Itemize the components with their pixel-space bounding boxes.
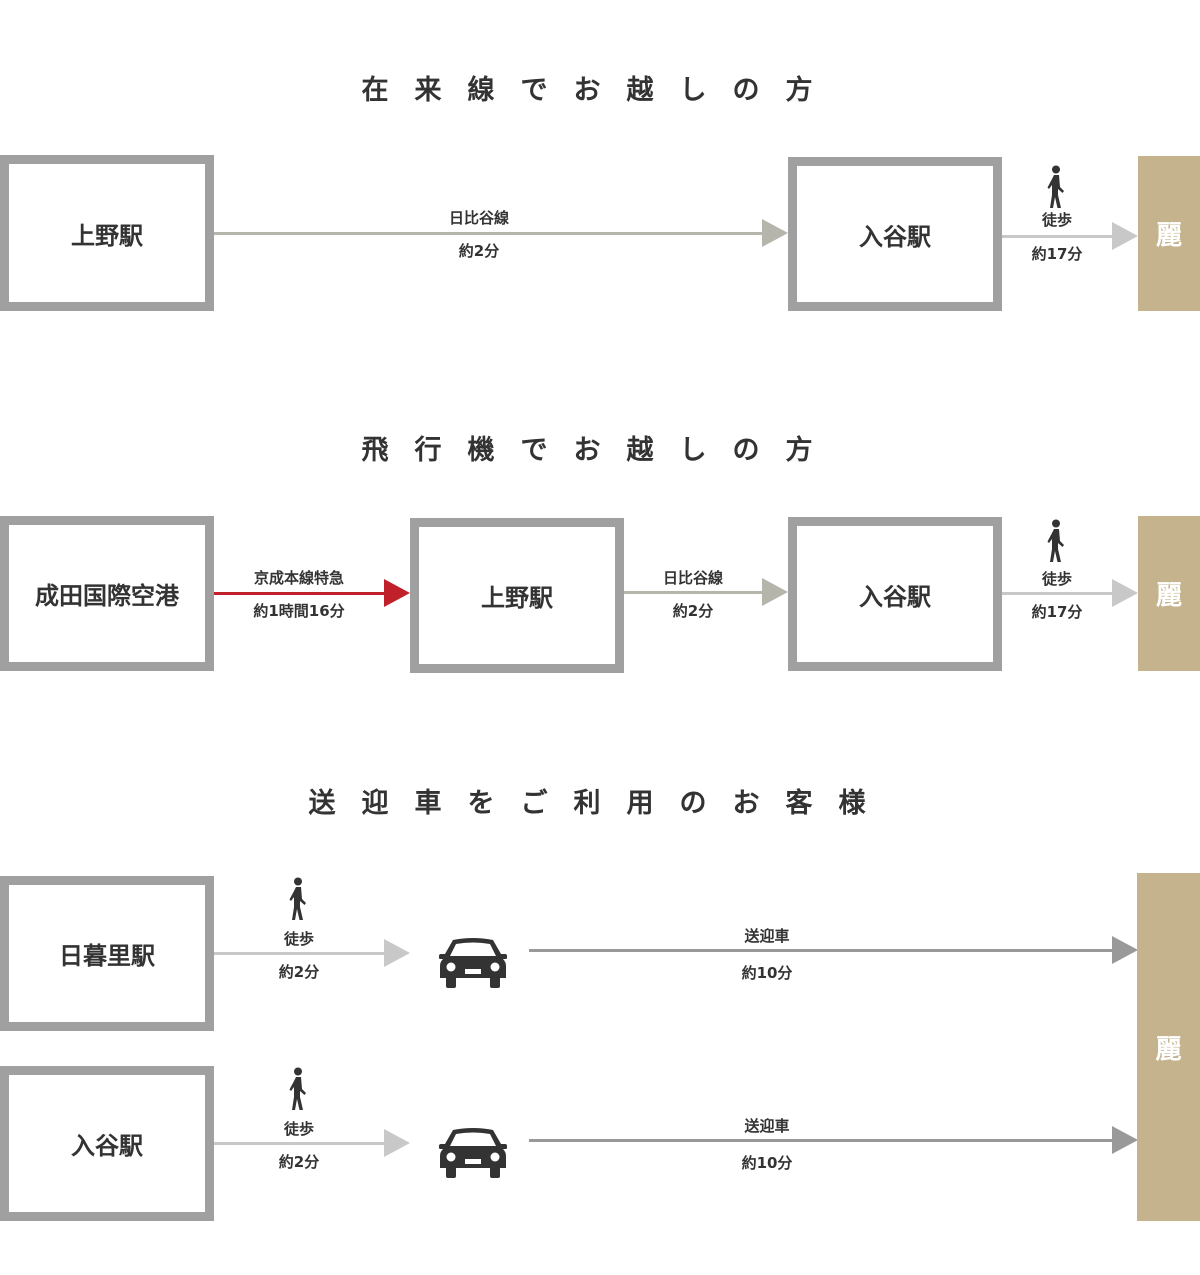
shuttle-time-label: 約10分 <box>741 1154 793 1172</box>
express-arrow-line <box>214 592 386 595</box>
express-time-label: 約1時間16分 <box>253 602 345 620</box>
shuttle-arrow-line <box>529 949 1114 952</box>
station-label: 入谷駅 <box>859 582 931 611</box>
shuttle-arrow-head <box>1112 1126 1138 1154</box>
route-line-label: 日比谷線 <box>662 569 724 587</box>
arrow-head <box>762 578 788 606</box>
walk-time-label: 約2分 <box>278 963 320 981</box>
route-time-label: 約2分 <box>458 242 500 260</box>
arrow-line <box>1002 235 1114 238</box>
shuttle-arrow-line <box>529 1139 1114 1142</box>
station-label: 上野駅 <box>481 584 553 612</box>
walk-label: 徒歩 <box>1041 570 1073 588</box>
express-line-label: 京成本線特急 <box>253 569 345 587</box>
walking-person-icon <box>1044 165 1068 209</box>
walking-person-icon <box>1044 519 1068 563</box>
walk-time-label: 約2分 <box>278 1153 320 1171</box>
station-label: 成田国際空港 <box>35 582 179 610</box>
station-box-ueno: 上野駅 <box>0 155 214 311</box>
arrow-head <box>1112 222 1138 250</box>
arrow-head <box>762 219 788 247</box>
arrow-head <box>384 939 410 967</box>
station-box-iriya: 入谷駅 <box>788 517 1002 671</box>
walk-time-label: 約17分 <box>1031 603 1083 621</box>
destination-box: 麗 <box>1138 516 1200 671</box>
walk-label: 徒歩 <box>283 1120 315 1138</box>
station-label: 入谷駅 <box>859 222 931 251</box>
station-box-iriya: 入谷駅 <box>788 157 1002 311</box>
destination-label: 麗 <box>1155 1034 1182 1065</box>
station-box-narita: 成田国際空港 <box>0 516 214 671</box>
section-title-train: 在来線でお越しの方 <box>361 75 839 106</box>
destination-label: 麗 <box>1155 221 1182 251</box>
station-label: 入谷駅 <box>71 1132 143 1160</box>
destination-label: 麗 <box>1155 581 1182 611</box>
shuttle-arrow-head <box>1112 936 1138 964</box>
destination-box: 麗 <box>1138 156 1200 311</box>
shuttle-label: 送迎車 <box>744 927 790 945</box>
arrow-line <box>214 232 764 235</box>
arrow-line <box>624 591 764 594</box>
arrow-line <box>1002 592 1114 595</box>
car-icon <box>439 936 507 988</box>
car-icon <box>439 1126 507 1178</box>
section-title-shuttle: 送迎車をご利用のお客様 <box>308 788 892 819</box>
express-arrow-head <box>384 579 410 607</box>
station-box-nippori: 日暮里駅 <box>0 876 214 1031</box>
arrow-line <box>214 952 386 955</box>
arrow-head <box>384 1129 410 1157</box>
arrow-head <box>1112 579 1138 607</box>
station-box-ueno: 上野駅 <box>410 518 624 673</box>
walk-label: 徒歩 <box>283 930 315 948</box>
station-label: 上野駅 <box>71 221 143 250</box>
station-label: 日暮里駅 <box>59 942 155 970</box>
section-title-airplane: 飛行機でお越しの方 <box>361 435 839 466</box>
arrow-line <box>214 1142 386 1145</box>
route-time-label: 約2分 <box>672 602 714 620</box>
walk-label: 徒歩 <box>1041 211 1073 229</box>
shuttle-label: 送迎車 <box>744 1117 790 1135</box>
walk-time-label: 約17分 <box>1031 245 1083 263</box>
shuttle-time-label: 約10分 <box>741 964 793 982</box>
walking-person-icon <box>286 1067 310 1111</box>
destination-box: 麗 <box>1137 873 1200 1221</box>
walking-person-icon <box>286 877 310 921</box>
route-line-label: 日比谷線 <box>448 209 510 227</box>
station-box-iriya: 入谷駅 <box>0 1066 214 1221</box>
